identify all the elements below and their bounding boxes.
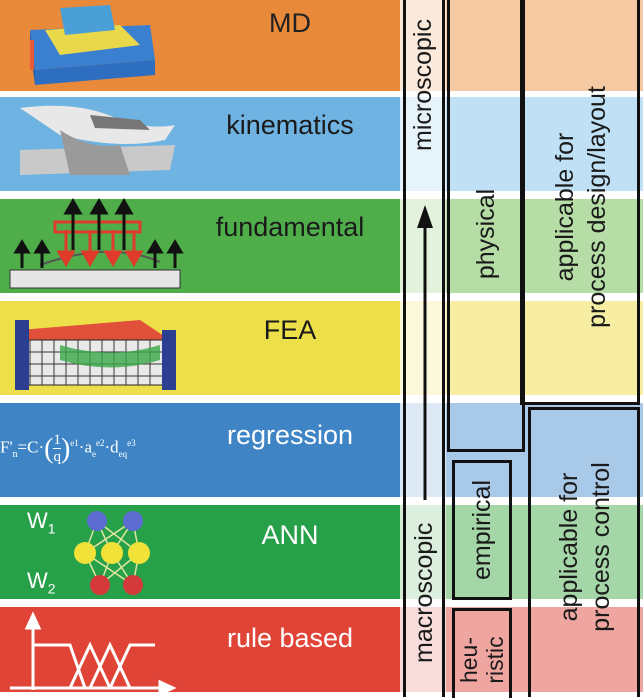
ann-w1-label: W1 — [27, 508, 56, 537]
category-empirical: empirical — [468, 479, 496, 581]
design-box — [520, 0, 640, 405]
level-fea: FEA — [263, 315, 317, 345]
physical-box — [447, 0, 525, 452]
category-physical: physical — [472, 188, 500, 280]
axis-macroscopic: macroscopic — [410, 522, 438, 663]
fuzzy-rule-icon — [10, 611, 177, 692]
level-kinematics: kinematics — [226, 110, 354, 140]
level-rule-based: rule based — [226, 623, 354, 653]
heuristic-box — [452, 608, 512, 698]
kinematics-icon — [20, 105, 175, 175]
control-box — [528, 407, 640, 697]
fea-mesh-icon — [15, 320, 176, 390]
md-block-icon — [30, 5, 155, 85]
category-heuristic: heu- ristic — [456, 636, 508, 684]
empirical-box — [452, 460, 512, 600]
level-md: MD — [269, 8, 311, 38]
ann-network-icon — [74, 511, 150, 595]
ann-w2-label: W2 — [27, 568, 56, 597]
level-regression: regression — [226, 420, 354, 450]
axis-microscopic: microscopic — [409, 19, 437, 151]
applicability-design: applicable for process design/layout — [551, 86, 611, 328]
level-ann: ANN — [261, 520, 319, 550]
fundamental-force-icon — [9, 198, 184, 289]
applicability-control: applicable for process control — [555, 462, 615, 632]
level-fundamental: fundamental — [215, 212, 365, 242]
